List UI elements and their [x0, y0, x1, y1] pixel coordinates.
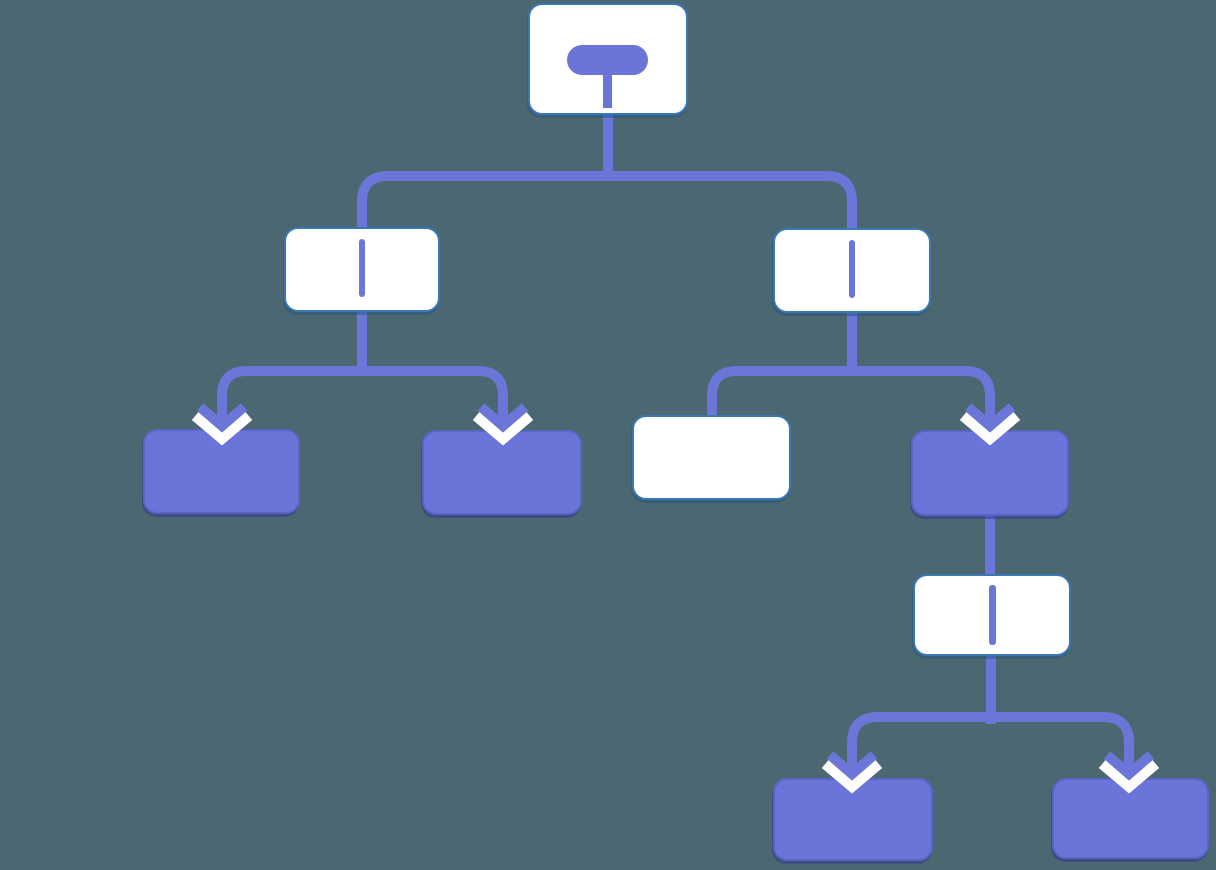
arrow-down-icon	[1098, 744, 1160, 794]
node-child-plain[interactable]	[632, 415, 791, 500]
edge-right-split-rail	[707, 366, 995, 424]
node-branch-right[interactable]	[773, 228, 931, 313]
arrow-down-icon	[191, 396, 253, 446]
arrow-down-icon	[821, 744, 883, 794]
arrow-down-icon	[959, 396, 1021, 446]
root-pill-icon	[567, 45, 648, 75]
edge-left-split-rail	[217, 366, 508, 402]
root-pill-stem	[603, 72, 612, 108]
arrow-down-icon	[472, 396, 534, 446]
node-mid-3[interactable]	[913, 574, 1071, 656]
divider-line	[989, 585, 996, 645]
edge-level1-rail	[357, 171, 857, 230]
node-root[interactable]	[528, 3, 688, 115]
edge-bottom-split-rail	[847, 712, 1134, 748]
divider-line	[359, 239, 365, 297]
divider-line	[849, 240, 855, 298]
node-branch-left[interactable]	[284, 227, 440, 312]
